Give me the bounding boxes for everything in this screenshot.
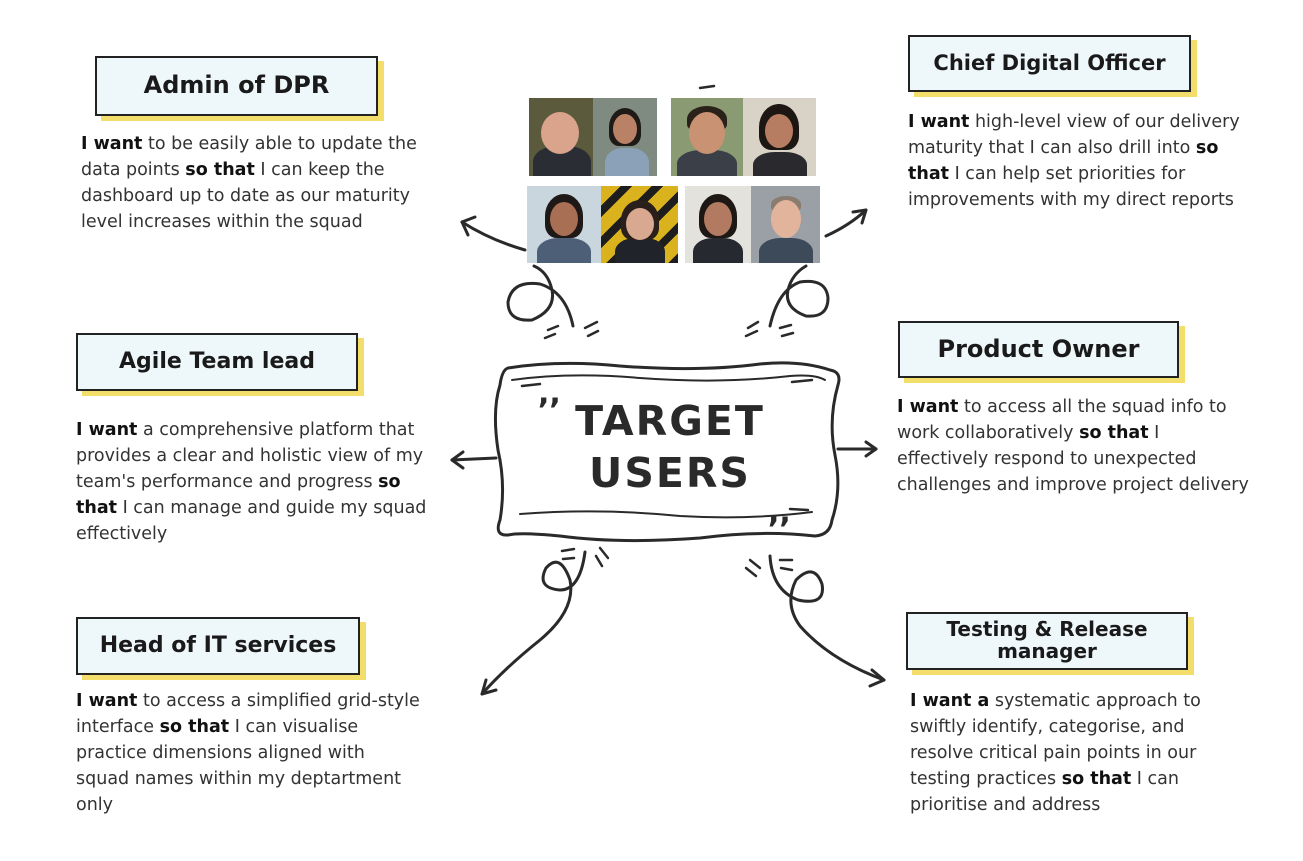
open-quote: ,,: [538, 376, 561, 411]
persona-title-text: Product Owner: [937, 334, 1140, 363]
persona-title-text: Chief Digital Officer: [933, 51, 1166, 76]
persona-title-text: Testing & Release manager: [946, 617, 1148, 663]
desc-text: I can manage and guide my squad effectiv…: [76, 498, 427, 544]
so-that-label: so that: [908, 138, 1219, 184]
persona-title-admin-dpr: Admin of DPR: [95, 56, 378, 116]
desc-text: I can keep the dashboard up to date as o…: [81, 160, 411, 232]
arrow-agile: [450, 456, 498, 462]
persona-desc-admin-dpr: I want to be easily able to update the d…: [81, 131, 453, 235]
video-call-photo-2: [671, 98, 816, 176]
persona-desc-head-of-it-services: I want to access a simplified grid-style…: [76, 688, 421, 818]
loop-top-right: [768, 264, 830, 328]
center-frame: [493, 361, 841, 543]
desc-text: I can visualise practice dimensions alig…: [76, 717, 402, 815]
video-call-photo-3: [527, 186, 678, 263]
desc-text: I can prioritise and address: [910, 769, 1179, 815]
want-label: I want: [76, 420, 138, 440]
close-quote: ,,: [768, 495, 791, 530]
persona-title-chief-digital-officer: Chief Digital Officer: [908, 35, 1191, 92]
desc-text: I effectively respond to unexpected chal…: [897, 423, 1249, 495]
arrow-cdo: [824, 208, 868, 238]
want-label: I want: [81, 134, 143, 154]
center-frame-inner: [511, 374, 826, 382]
desc-text: to access a simplified grid-style interf…: [76, 691, 420, 737]
so-that-label: so that: [159, 717, 230, 737]
center-title-line1: TARGET: [575, 397, 765, 445]
persona-title-head-of-it-services: Head of IT services: [76, 617, 360, 675]
persona-title-testing-release-manager: Testing & Release manager: [906, 612, 1188, 670]
so-that-label: so that: [76, 472, 401, 518]
center-title: TARGET USERS: [500, 395, 840, 499]
video-call-photo-4: [685, 186, 820, 263]
want-label: I want: [76, 691, 138, 711]
desc-text: to access all the squad info to work col…: [897, 397, 1227, 443]
so-that-label: so that: [185, 160, 255, 180]
persona-title-product-owner: Product Owner: [898, 321, 1179, 378]
arrow-head-it: [480, 550, 587, 696]
video-call-photo-1: [529, 98, 657, 176]
desc-text: a comprehensive platform that provides a…: [76, 420, 424, 492]
persona-desc-agile-team-lead: I want a comprehensive platform that pro…: [76, 417, 446, 547]
persona-desc-chief-digital-officer: I want high-level view of our delivery m…: [908, 109, 1248, 213]
want-label: I want: [897, 397, 959, 417]
desc-text: I can help set priorities for improvemen…: [908, 164, 1234, 210]
loop-top-left: [506, 264, 575, 328]
arrow-admin: [460, 220, 527, 252]
persona-title-text: Agile Team lead: [119, 349, 315, 375]
desc-text: high-level view of our delivery maturity…: [908, 112, 1240, 158]
so-that-label: so that: [1061, 769, 1132, 789]
desc-text: to be easily able to update the data poi…: [81, 134, 417, 180]
want-label: I want a: [910, 691, 990, 711]
persona-desc-testing-release-manager: I want a systematic approach to swiftly …: [910, 688, 1250, 818]
persona-title-text: Admin of DPR: [143, 71, 330, 100]
persona-desc-product-owner: I want to access all the squad info to w…: [897, 394, 1249, 498]
center-title-line2: USERS: [589, 449, 751, 497]
persona-title-text: Head of IT services: [99, 633, 337, 659]
arrow-testing: [768, 554, 886, 682]
persona-title-agile-team-lead: Agile Team lead: [76, 333, 358, 391]
want-label: I want: [908, 112, 970, 132]
so-that-label: so that: [1079, 423, 1149, 443]
desc-text: systematic approach to swiftly identify,…: [910, 691, 1201, 789]
